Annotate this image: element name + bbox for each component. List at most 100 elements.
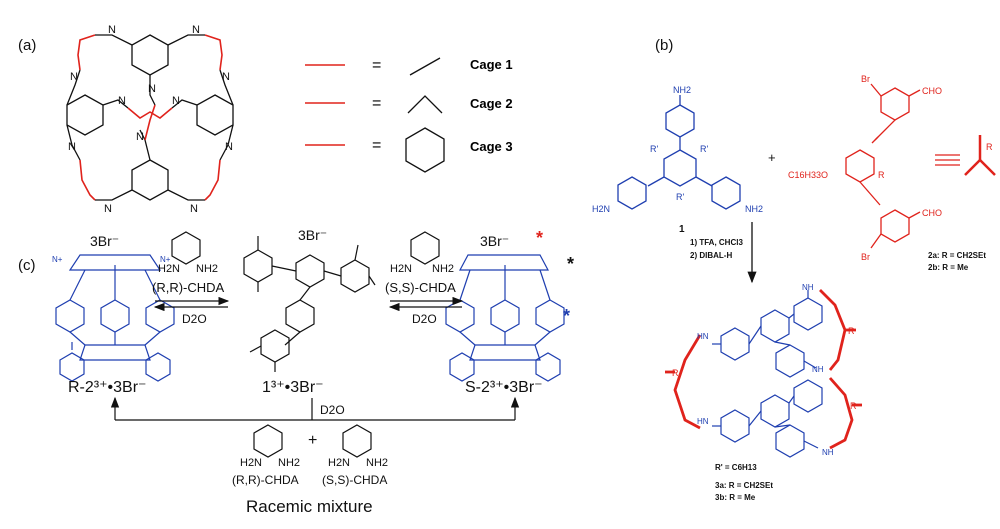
r-cage-structure [55,254,175,382]
nh2-label: NH2 [673,85,691,95]
equals-sign: = [372,137,381,154]
nh-label: NH [812,365,824,374]
br-label: Br [861,74,870,84]
black-star: * [567,254,574,274]
r-prime-label: R' [650,144,658,154]
atom-n: N [108,24,116,36]
solvent-label: D2O [320,403,345,417]
atom-n: N [225,141,233,153]
s-cage-structure [445,254,565,382]
equals-sign: = [372,95,381,112]
plus-sign: + [308,432,317,449]
panel-a: (a) [18,24,513,215]
r-cage-labels: N+ N+ [52,255,171,264]
nh-label: NH [822,448,834,457]
nh2-label: NH2 [366,457,388,469]
reaction-conditions: 1) TFA, CHCl3 2) DIBAL-H [690,238,743,260]
atom-n: N [68,141,76,153]
compound-2-labels: Br CHO C16H33O R CHO Br R [788,74,993,262]
br-label: Br [861,252,870,262]
h2n-label: H2N [328,457,350,469]
n-plus-label: N+ [160,255,171,264]
compound-3a: 3a: R = CH2SEt [715,481,773,490]
compound-2-structure [845,83,996,249]
legend-cage-1: Cage 1 [470,57,513,72]
atom-n: N [192,24,200,36]
counterion-center: 3Br⁻ [298,227,327,243]
benzene-ring-top [131,34,169,76]
propylene-linker-icon [407,95,443,114]
rr-chda-label: (R,R)-CHDA [152,280,225,295]
panel-c: (c) 3Br⁻ 3Br⁻ 3Br⁻ N+ N+ [18,227,574,516]
compound-1-number: 1 [679,224,685,235]
r-label: R [672,368,679,378]
nh2-label: NH2 [278,457,300,469]
counterion-labels: 3Br⁻ 3Br⁻ 3Br⁻ [90,227,509,249]
compound-2b: 2b: R = Me [928,263,969,272]
benzene-ring-bottom [131,159,169,201]
h2n-label: H2N [158,263,180,275]
equals-sign: = [372,57,381,74]
ss-chda-label: (S,S)-CHDA [322,473,387,487]
ethylene-linker-icon [409,57,441,76]
equilibrium-arrows-left: D2O [153,296,230,326]
nh2-label: NH2 [196,263,218,275]
nh2-label: NH2 [745,204,763,214]
legend-cage-3: Cage 3 [470,139,513,154]
hn-label: HN [697,417,709,426]
h2n-label: H2N [592,204,610,214]
cage-atom-labels: N N N N N N N N N N N N [68,24,233,215]
center-compound-name: 1³⁺•3Br⁻ [262,379,324,396]
legend-cage-2: Cage 2 [470,96,513,111]
atom-n: N [222,71,230,83]
compound-2-definitions: 2a: R = CH2SEt 2b: R = Me [928,251,986,272]
equilibrium-arrows-right: D2O [388,296,464,326]
compound-3b: 3b: R = Me [715,493,756,502]
compound-1-labels: NH2 H2N NH2 R' R' R' [592,85,763,214]
r-prime-definition: R' = C6H13 [715,463,757,472]
r-label: R [850,401,857,411]
r-label: R [848,326,855,336]
panel-b-label: (b) [655,37,673,54]
s-compound-name: S-2³⁺•3Br⁻ [465,379,543,396]
cho-label: CHO [922,208,942,218]
solvent-label: D2O [412,312,437,326]
atom-n: N [118,95,126,107]
cho-label: CHO [922,86,942,96]
atom-n: N [70,71,78,83]
counterion-right: 3Br⁻ [480,233,509,249]
compound-1-cation-structure [243,236,376,372]
compound-names: R-2³⁺•3Br⁻ 1³⁺•3Br⁻ S-2³⁺•3Br⁻ [68,379,543,396]
r-compound-name: R-2³⁺•3Br⁻ [68,379,147,396]
atom-n: N [148,83,156,95]
product-3-r-labels: R R R [672,326,857,411]
rr-chda-label: (R,R)-CHDA [232,473,299,487]
counterion-left: 3Br⁻ [90,233,119,249]
r-label: R [878,170,885,180]
r-label: R [986,142,993,152]
ss-chda-label: (S,S)-CHDA [385,280,456,295]
nh-label: NH [802,283,814,292]
blue-star: * [563,306,570,326]
rr-chda-structure: H2N NH2 (R,R)-CHDA [152,231,225,295]
cage-linkers [77,34,223,201]
s-cage-markers: * * * [536,228,574,326]
h2n-label: H2N [390,263,412,275]
cage-legend: = = = Cage 1 Cage 2 Cage 3 [305,57,513,173]
compound-2a: 2a: R = CH2SEt [928,251,986,260]
plus-sign: + [768,150,776,165]
r-prime-label: R' [700,144,708,154]
h2n-label: H2N [240,457,262,469]
panel-a-label: (a) [18,37,36,54]
step-2: 2) DIBAL-H [690,251,732,260]
panel-b: (b) NH2 H2N NH2 R' R' R' 1 + [592,37,996,502]
cage-structure [66,34,234,201]
red-star: * [536,228,543,248]
n-plus-label: N+ [52,255,63,264]
racemic-arrows [110,396,520,421]
nh2-label: NH2 [432,263,454,275]
atom-n: N [104,203,112,215]
product-3-labels: HN HN NH NH NH [697,283,834,457]
compound-1-structure [617,95,741,210]
